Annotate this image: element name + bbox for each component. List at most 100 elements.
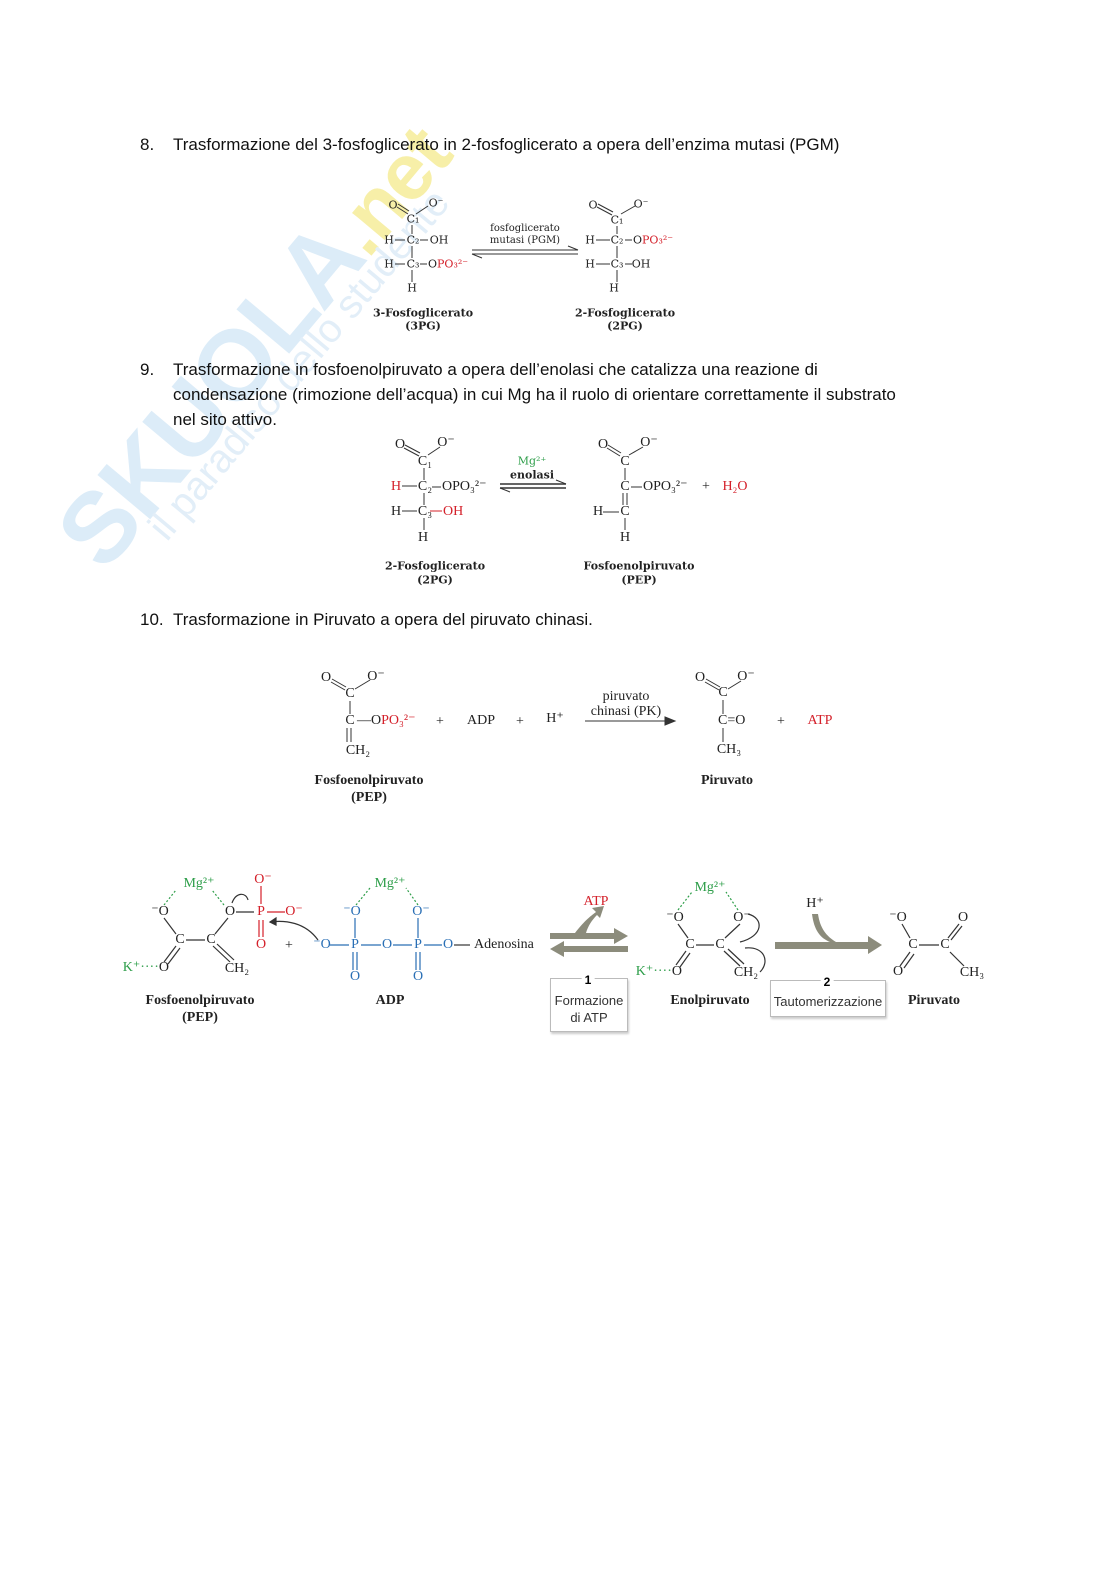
pk-plus-3: + xyxy=(777,714,785,729)
mech-pyr-o-a: ⁻O xyxy=(889,910,907,925)
item-9-text-line2: condensazione (rimozione dell’acqua) in … xyxy=(173,385,896,404)
pgm-enzyme-line1: fosfoglicerato xyxy=(490,223,560,234)
mech-pyr-ch3: CH₃ xyxy=(959,965,985,980)
step2-number: 2 xyxy=(820,975,834,989)
mech-pyr-c1: C xyxy=(908,937,918,952)
pk-atp: ATP xyxy=(807,713,833,728)
mech-pep-o-ester: O xyxy=(224,904,236,919)
eno-cofactor: Mg²⁺ xyxy=(517,454,547,468)
mech-adp-chain-p1: P xyxy=(351,937,359,952)
pk-enzyme-line1: piruvato xyxy=(602,689,650,704)
eno-enzyme: enolasi xyxy=(509,468,555,482)
eno-left-name: 2-Fosfoglicerato xyxy=(384,559,486,573)
eno-right-o-minus: O⁻ xyxy=(640,435,658,450)
pk-pep-ester-group: —OPO₃²⁻ xyxy=(357,714,416,728)
pk-pep-c1: C xyxy=(345,686,355,701)
pgm-left-c2: C₂ xyxy=(406,233,420,247)
mech-enol-o-a: ⁻O xyxy=(666,910,684,925)
mech-enol-ch2: CH₂ xyxy=(733,965,759,980)
mech-pep-p: P xyxy=(257,904,265,919)
pgm-right-c2: C₂ xyxy=(610,233,624,247)
eno-left-c2: C₂ xyxy=(417,479,433,494)
mech-adp-o-d: O xyxy=(412,969,424,984)
pk-pep-o-ester: —O xyxy=(357,713,382,728)
item-10-number: 10. xyxy=(140,610,164,629)
pgm-right-o: O xyxy=(588,198,598,212)
pgm-right-abbr: (2PG) xyxy=(607,319,643,333)
mech-enol-o-k: O xyxy=(671,964,682,979)
eno-left-h2: H xyxy=(390,479,402,494)
pgm-right-phosphate: PO₃²⁻ xyxy=(642,233,674,247)
pgm-right-name: 2-Fosfoglicerato xyxy=(574,306,676,320)
mech-pep-o-top: O⁻ xyxy=(254,872,272,887)
pgm-left-o-ester: O xyxy=(428,257,438,271)
eno-left-c1: C₁ xyxy=(417,454,433,469)
step1-label-line1: Formazione xyxy=(554,993,624,1008)
step2-label: Tautomerizzazione xyxy=(773,994,883,1009)
item-9-text-line1: Trasformazione in fosfoenolpiruvato a op… xyxy=(173,360,818,379)
mech-adp-o-c: O xyxy=(349,969,361,984)
step1-box: Formazione di ATP xyxy=(550,978,628,1032)
mech-enol-o-b: O⁻ xyxy=(733,910,751,925)
eno-right-c2: C xyxy=(620,479,630,494)
eno-left-h-bottom: H xyxy=(417,530,429,545)
mech-pep-o-right: O⁻ xyxy=(285,904,303,919)
eno-right-abbr: (PEP) xyxy=(621,573,657,587)
mech-hplus: H⁺ xyxy=(806,896,824,911)
pk-plus-2: + xyxy=(516,714,524,729)
pgm-left-o: O xyxy=(388,198,398,212)
pgm-left-c1: C₁ xyxy=(406,212,420,226)
item-9-text-line3: nel sito attivo. xyxy=(173,410,277,429)
pk-enzyme-line2: chinasi (PK) xyxy=(590,704,662,719)
mech-pyr-name: Piruvato xyxy=(907,993,961,1008)
mech-pep-o-k: O xyxy=(158,960,169,975)
pgm-right-h3: H xyxy=(585,257,595,271)
eno-left-o: O xyxy=(394,437,406,452)
mech-enol-name: Enolpiruvato xyxy=(670,993,750,1008)
eno-right-c3: C xyxy=(620,504,630,519)
mech-pep-ch2: CH₂ xyxy=(224,961,250,976)
mech-pep-c2: C xyxy=(206,932,216,947)
pgm-right-c3: C₃ xyxy=(610,257,624,271)
pgm-right-h2: H xyxy=(585,233,595,247)
pgm-enzyme-line2: mutasi (PGM) xyxy=(489,235,561,246)
pgm-left-h2: H xyxy=(384,233,394,247)
mech-adp-chain-o2: O xyxy=(381,937,393,952)
mech-adenosine: Adenosina xyxy=(474,937,534,952)
eno-right-o: O xyxy=(597,437,609,452)
mech-pep-k: K⁺···· xyxy=(122,960,159,975)
pgm-right-ester-group: OPO₃²⁻ xyxy=(633,235,673,246)
pk-pep-c2: C xyxy=(345,713,355,728)
pk-pyr-ch3: CH₃ xyxy=(716,742,742,757)
mech-enol-k: K⁺···· xyxy=(635,964,672,979)
pgm-left-c3: C₃ xyxy=(406,257,420,271)
pgm-left-oh: OH xyxy=(429,233,449,247)
pk-plus-1: + xyxy=(436,714,444,729)
eno-left-abbr: (2PG) xyxy=(417,573,453,587)
pgm-right-c1: C₁ xyxy=(610,213,624,227)
mech-pyr-o-c: O xyxy=(892,964,904,979)
pgm-left-phosphate: PO₃²⁻ xyxy=(437,257,469,271)
mech-adp-chain-p2: P xyxy=(414,937,422,952)
mech-pep-o-minus: ⁻O xyxy=(151,904,169,919)
mech-enol-k-group: K⁺····O xyxy=(636,965,682,979)
mech-enol-c1: C xyxy=(685,937,695,952)
eno-left-oh: OH xyxy=(443,504,464,519)
mech-pep-mg: Mg²⁺ xyxy=(183,876,215,891)
mech-pep-o-bottom: O xyxy=(255,937,267,952)
pgm-left-abbr: (3PG) xyxy=(405,319,441,333)
step1-number: 1 xyxy=(581,973,595,987)
pk-pyr-c1: C xyxy=(718,685,728,700)
mech-pep-c1: C xyxy=(175,932,185,947)
item-8-number: 8. xyxy=(140,135,155,154)
mech-pep-abbr: (PEP) xyxy=(182,1010,218,1025)
mech-adp-o-b: O⁻ xyxy=(412,904,430,919)
pk-hplus: H⁺ xyxy=(546,711,564,726)
mech-plus: + xyxy=(285,938,293,953)
eno-right-h-bottom: H xyxy=(619,530,631,545)
pk-pep-ch2: CH₂ xyxy=(345,743,371,758)
pk-pep-name: Fosfoenolpiruvato xyxy=(314,773,424,788)
pgm-left-name: 3-Fosfoglicerato xyxy=(372,306,474,320)
pgm-right-o-minus: O⁻ xyxy=(633,197,649,211)
